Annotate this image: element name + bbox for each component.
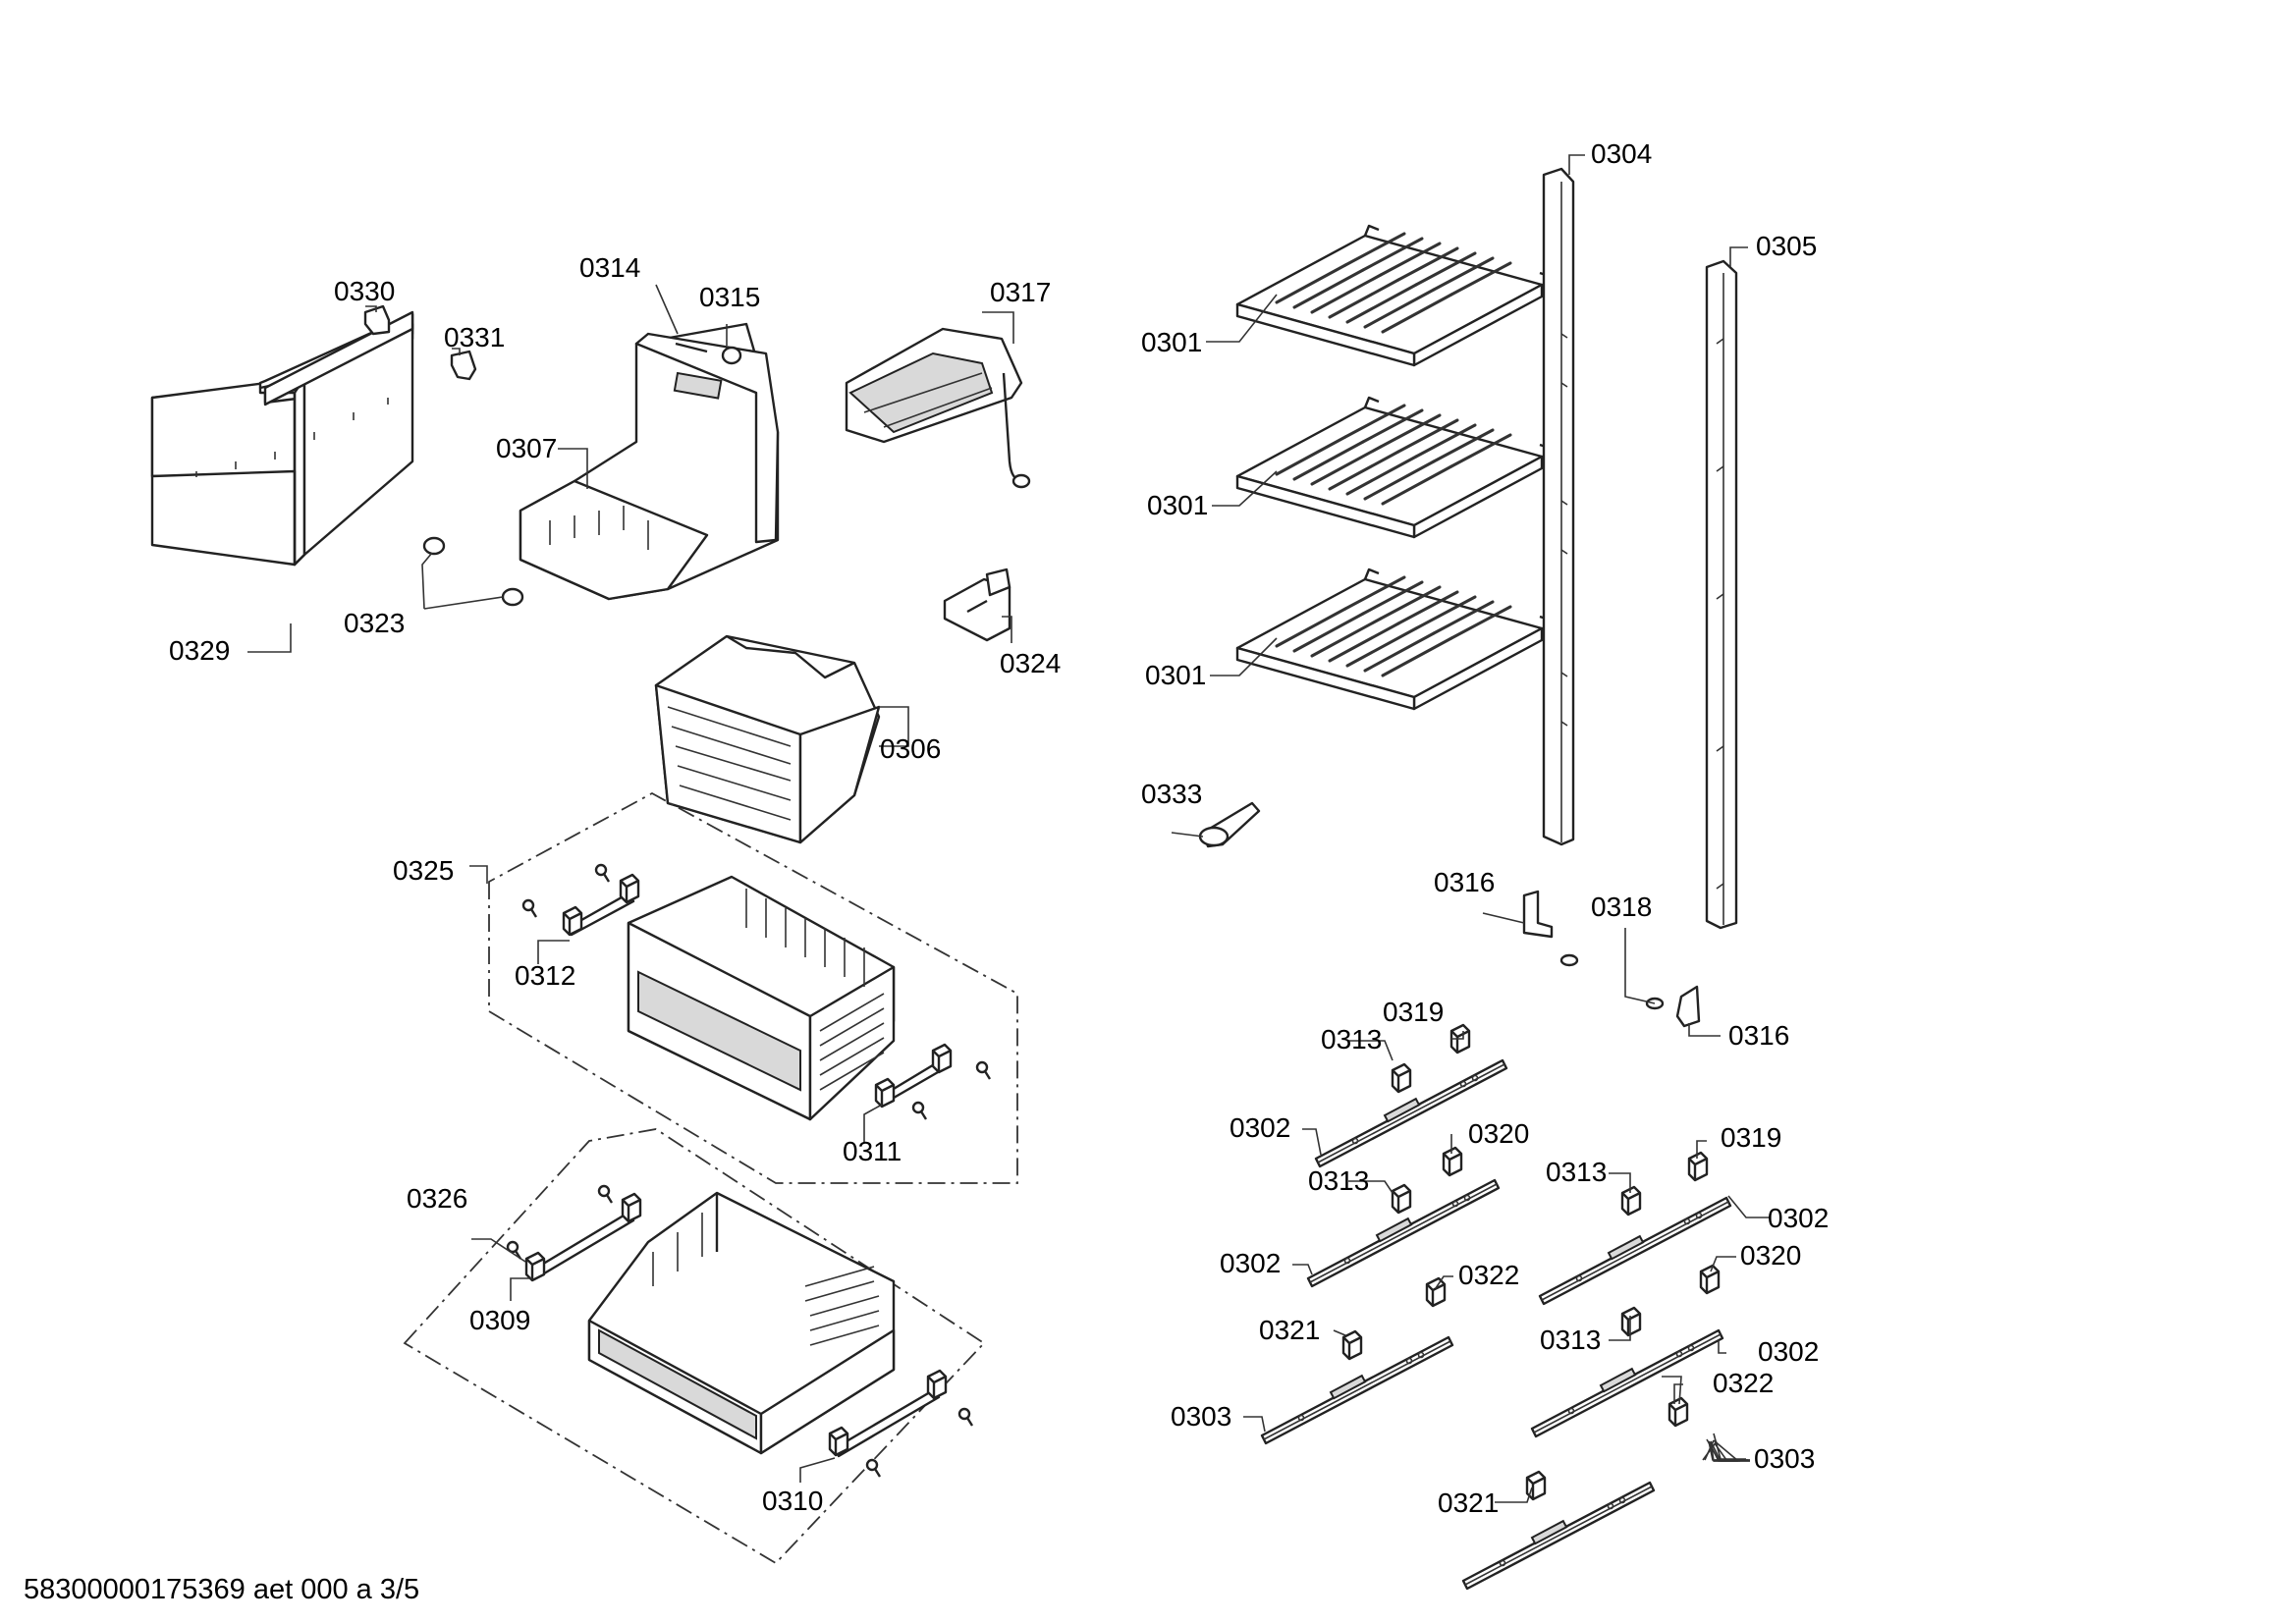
part-labels: 0304 0305 0301 0301 0301 0333 0316 0318 … (169, 138, 1829, 1518)
label-0301: 0301 (1145, 660, 1206, 690)
rail-bracket-0311 (874, 1043, 992, 1121)
holder-0324 (943, 568, 1011, 642)
label-0310: 0310 (762, 1486, 823, 1516)
rail-bracket-0309 (506, 1184, 642, 1282)
knob-0333 (1198, 801, 1261, 848)
label-0330: 0330 (334, 276, 395, 306)
label-0305: 0305 (1756, 231, 1817, 261)
shelf-0301-top (1235, 224, 1556, 367)
hinge-part-0331 (450, 350, 477, 381)
label-0333: 0333 (1141, 779, 1202, 809)
label-0324: 0324 (1000, 648, 1061, 678)
label-0317: 0317 (990, 277, 1051, 307)
label-0301: 0301 (1141, 327, 1202, 357)
label-0313: 0313 (1308, 1165, 1369, 1196)
label-0320: 0320 (1468, 1118, 1529, 1149)
bracket-0316-lower (1675, 985, 1701, 1028)
label-0316: 0316 (1434, 867, 1495, 897)
washers-0318 (1559, 953, 1665, 1010)
label-0326: 0326 (407, 1183, 467, 1214)
label-0331: 0331 (444, 322, 505, 352)
label-0323: 0323 (344, 608, 405, 638)
label-0313: 0313 (1540, 1325, 1601, 1355)
label-0309: 0309 (469, 1305, 530, 1335)
group-outline-0326 (403, 1128, 986, 1565)
label-0321: 0321 (1438, 1488, 1499, 1518)
drawer-0326 (587, 1191, 896, 1455)
cover-tray-0329 (150, 310, 414, 567)
label-0313: 0313 (1321, 1024, 1382, 1055)
shelf-support-0304 (1542, 167, 1575, 846)
document-id: 58300000175369 aet 000 a 3/5 (24, 1574, 419, 1605)
ice-maker-0317 (845, 327, 1031, 489)
label-0301: 0301 (1147, 490, 1208, 520)
label-0318: 0318 (1591, 892, 1652, 922)
label-0313: 0313 (1546, 1157, 1607, 1187)
label-0329: 0329 (169, 635, 230, 666)
drawer-0325 (627, 875, 896, 1121)
label-0311: 0311 (843, 1136, 902, 1166)
label-0322: 0322 (1713, 1368, 1774, 1398)
label-0302: 0302 (1220, 1248, 1281, 1278)
ice-bin-housing-0307 (519, 322, 780, 601)
hinge-part-0330 (363, 304, 391, 336)
seal-0315 (721, 346, 742, 365)
label-0316: 0316 (1728, 1020, 1789, 1051)
rail-bracket-0312 (521, 863, 640, 937)
label-0320: 0320 (1740, 1240, 1801, 1271)
ice-bin-0306 (654, 634, 881, 844)
label-0304: 0304 (1591, 138, 1652, 169)
label-0303: 0303 (1171, 1401, 1231, 1432)
label-0302: 0302 (1758, 1336, 1819, 1367)
shelf-0301-bottom (1235, 568, 1556, 711)
label-0314: 0314 (579, 252, 640, 283)
label-0325: 0325 (393, 855, 454, 886)
label-0302: 0302 (1230, 1112, 1290, 1143)
label-0302: 0302 (1768, 1203, 1829, 1233)
group-outline-0325 (488, 791, 1018, 1184)
label-0306: 0306 (880, 733, 941, 764)
label-0319: 0319 (1383, 997, 1444, 1027)
rail-bracket-0310 (828, 1369, 974, 1479)
caps-0323 (422, 536, 524, 607)
label-0322: 0322 (1458, 1260, 1519, 1290)
label-0321: 0321 (1259, 1315, 1320, 1345)
label-0315: 0315 (699, 282, 760, 312)
leader-lines (247, 154, 1770, 1503)
label-0312: 0312 (515, 960, 575, 991)
bracket-0316-upper (1522, 890, 1554, 939)
label-0303: 0303 (1754, 1443, 1815, 1474)
label-0319: 0319 (1721, 1122, 1781, 1153)
shelf-0301-middle (1235, 396, 1556, 539)
shelf-support-0305 (1705, 259, 1738, 930)
label-0307: 0307 (496, 433, 557, 463)
